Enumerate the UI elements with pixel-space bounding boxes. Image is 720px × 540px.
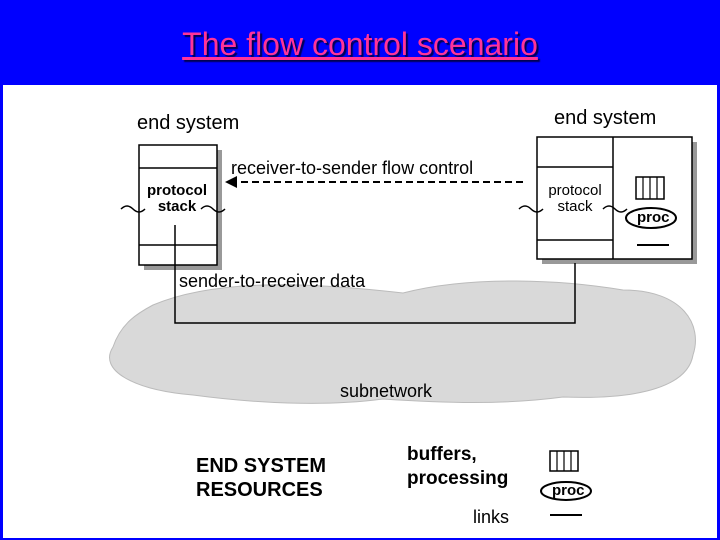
slide-title: The flow control scenario bbox=[182, 26, 538, 62]
right-end-system-label: end system bbox=[554, 107, 657, 129]
flow-control-diagram bbox=[109, 136, 697, 516]
legend-proc-label: proc bbox=[552, 482, 585, 499]
right-stack-wave bbox=[518, 205, 628, 213]
right-proc-ellipse bbox=[625, 207, 677, 229]
buffers-processing-label: buffers, processing bbox=[407, 444, 509, 489]
right-end-system-box bbox=[536, 136, 693, 260]
subnetwork-cloud bbox=[109, 280, 696, 404]
resources-label: END SYSTEM RESOURCES bbox=[196, 455, 327, 501]
right-buffer-icon bbox=[635, 176, 665, 200]
left-stack-wave bbox=[120, 205, 226, 213]
subnetwork-label: subnetwork bbox=[340, 381, 433, 401]
right-protocol-stack-label: protocol stack bbox=[548, 182, 602, 215]
right-proc-label: proc bbox=[637, 209, 670, 226]
legend-buffer-icon bbox=[549, 450, 579, 472]
left-end-system-label: end system bbox=[137, 112, 240, 134]
diagram-panel: end system end system receiver-to-sender… bbox=[3, 85, 717, 538]
data-label: sender-to-receiver data bbox=[179, 271, 366, 291]
flow-control-arrowhead bbox=[225, 176, 237, 188]
data-path-line bbox=[174, 225, 576, 324]
legend-proc-ellipse bbox=[540, 481, 592, 501]
flow-control-label: receiver-to-sender flow control bbox=[231, 158, 474, 178]
left-protocol-stack-label: protocol stack bbox=[147, 182, 207, 215]
links-label: links bbox=[473, 507, 510, 527]
